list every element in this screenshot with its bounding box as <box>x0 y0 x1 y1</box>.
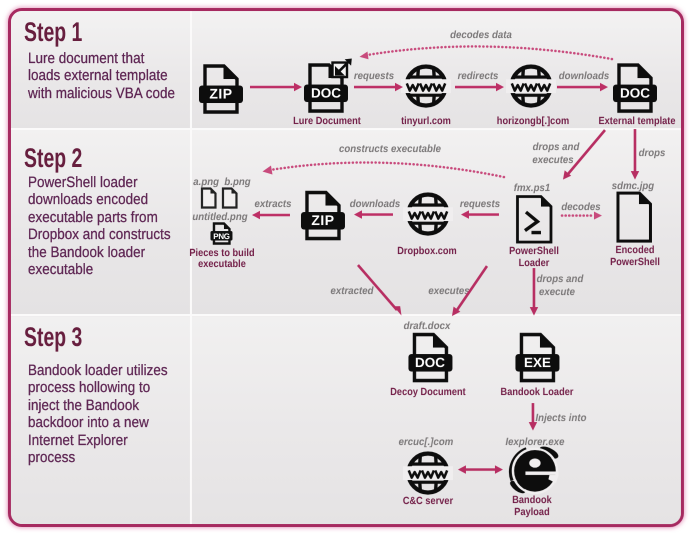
svg-text:DOC: DOC <box>311 86 341 101</box>
svg-text:ZIP: ZIP <box>311 212 334 228</box>
svg-text:DOC: DOC <box>620 86 650 101</box>
svg-text:ZIP: ZIP <box>209 86 232 102</box>
svg-text:DOC: DOC <box>415 355 445 370</box>
svg-text:PNG: PNG <box>213 232 230 241</box>
svg-text:EXE: EXE <box>524 355 551 370</box>
